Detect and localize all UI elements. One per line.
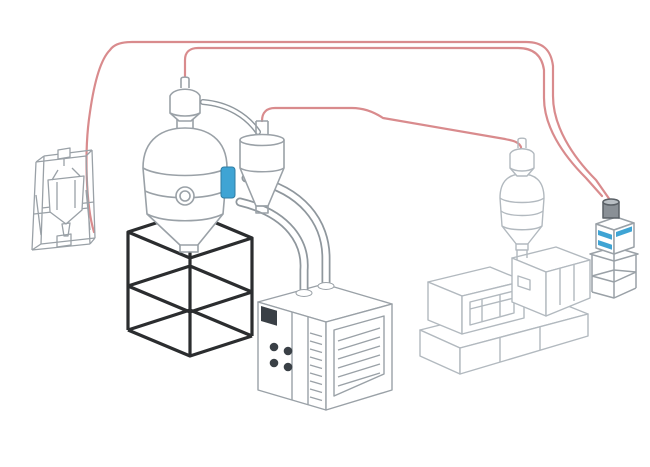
dryer-hose-collar (295, 289, 313, 297)
proportioning-valve (220, 166, 236, 199)
conveying-line-main (85, 40, 612, 234)
big-bag-details (51, 167, 81, 248)
big-bag-unloader (31, 147, 96, 251)
cyclone-details (239, 120, 285, 214)
hopper-loader-body (169, 88, 201, 122)
loader-cyclone-pipe-inner (201, 100, 260, 134)
dryer-hose-collar (317, 282, 335, 290)
dryer-side-panel (333, 315, 385, 397)
dryer-gauge (269, 358, 279, 368)
cyclone-dust-collector (239, 120, 285, 214)
injection-unit-side (545, 259, 591, 317)
machine-hopper-body (499, 173, 545, 246)
stand-frame (126, 210, 254, 358)
conveying-line-loader (183, 46, 604, 198)
cyclone-lid (239, 133, 285, 147)
hopper-stand (126, 210, 254, 358)
conveying-lines-group (85, 40, 612, 234)
dryer-control-panel (261, 306, 277, 326)
vacuum-unit-blue-band (598, 230, 612, 240)
hopper-loader-details (169, 76, 201, 117)
clamp-unit-side (461, 280, 525, 335)
hopper-porthole-inner (179, 190, 191, 202)
dryer-gauge (269, 342, 279, 352)
dryer-gauge (283, 346, 293, 356)
bag-hoist (57, 147, 71, 166)
drying-hopper (142, 76, 228, 253)
machine-hopper-details (499, 197, 545, 231)
machine-loader-body (509, 148, 535, 177)
vacuum-stand (589, 246, 639, 299)
big-bag (47, 175, 85, 225)
loader-cyclone-pipe-outer (200, 99, 261, 135)
machine-base-side (459, 313, 589, 375)
machine-loader-details (509, 137, 535, 172)
machine-hopper-outlet (515, 243, 529, 251)
dryer-gauge (283, 362, 293, 372)
hose-return-inner (237, 199, 307, 295)
vacuum-unit-blue-band (616, 226, 632, 237)
injection-unit-details (517, 264, 575, 305)
conveying-line-cyclone-to-machine (260, 106, 523, 151)
clamp-mold-window (469, 290, 515, 326)
dehumidifying-dryer (257, 283, 393, 411)
hopper-outlet (179, 244, 199, 253)
vacuum-motor-cap (602, 198, 620, 206)
dryer-right-face (325, 303, 393, 411)
vacuum-unit-blue-band (598, 240, 612, 250)
dryer-front-details (291, 312, 323, 405)
injection-molding-machine (419, 137, 591, 375)
vacuum-pump-station (589, 198, 639, 299)
machine-base-panels (499, 327, 541, 362)
